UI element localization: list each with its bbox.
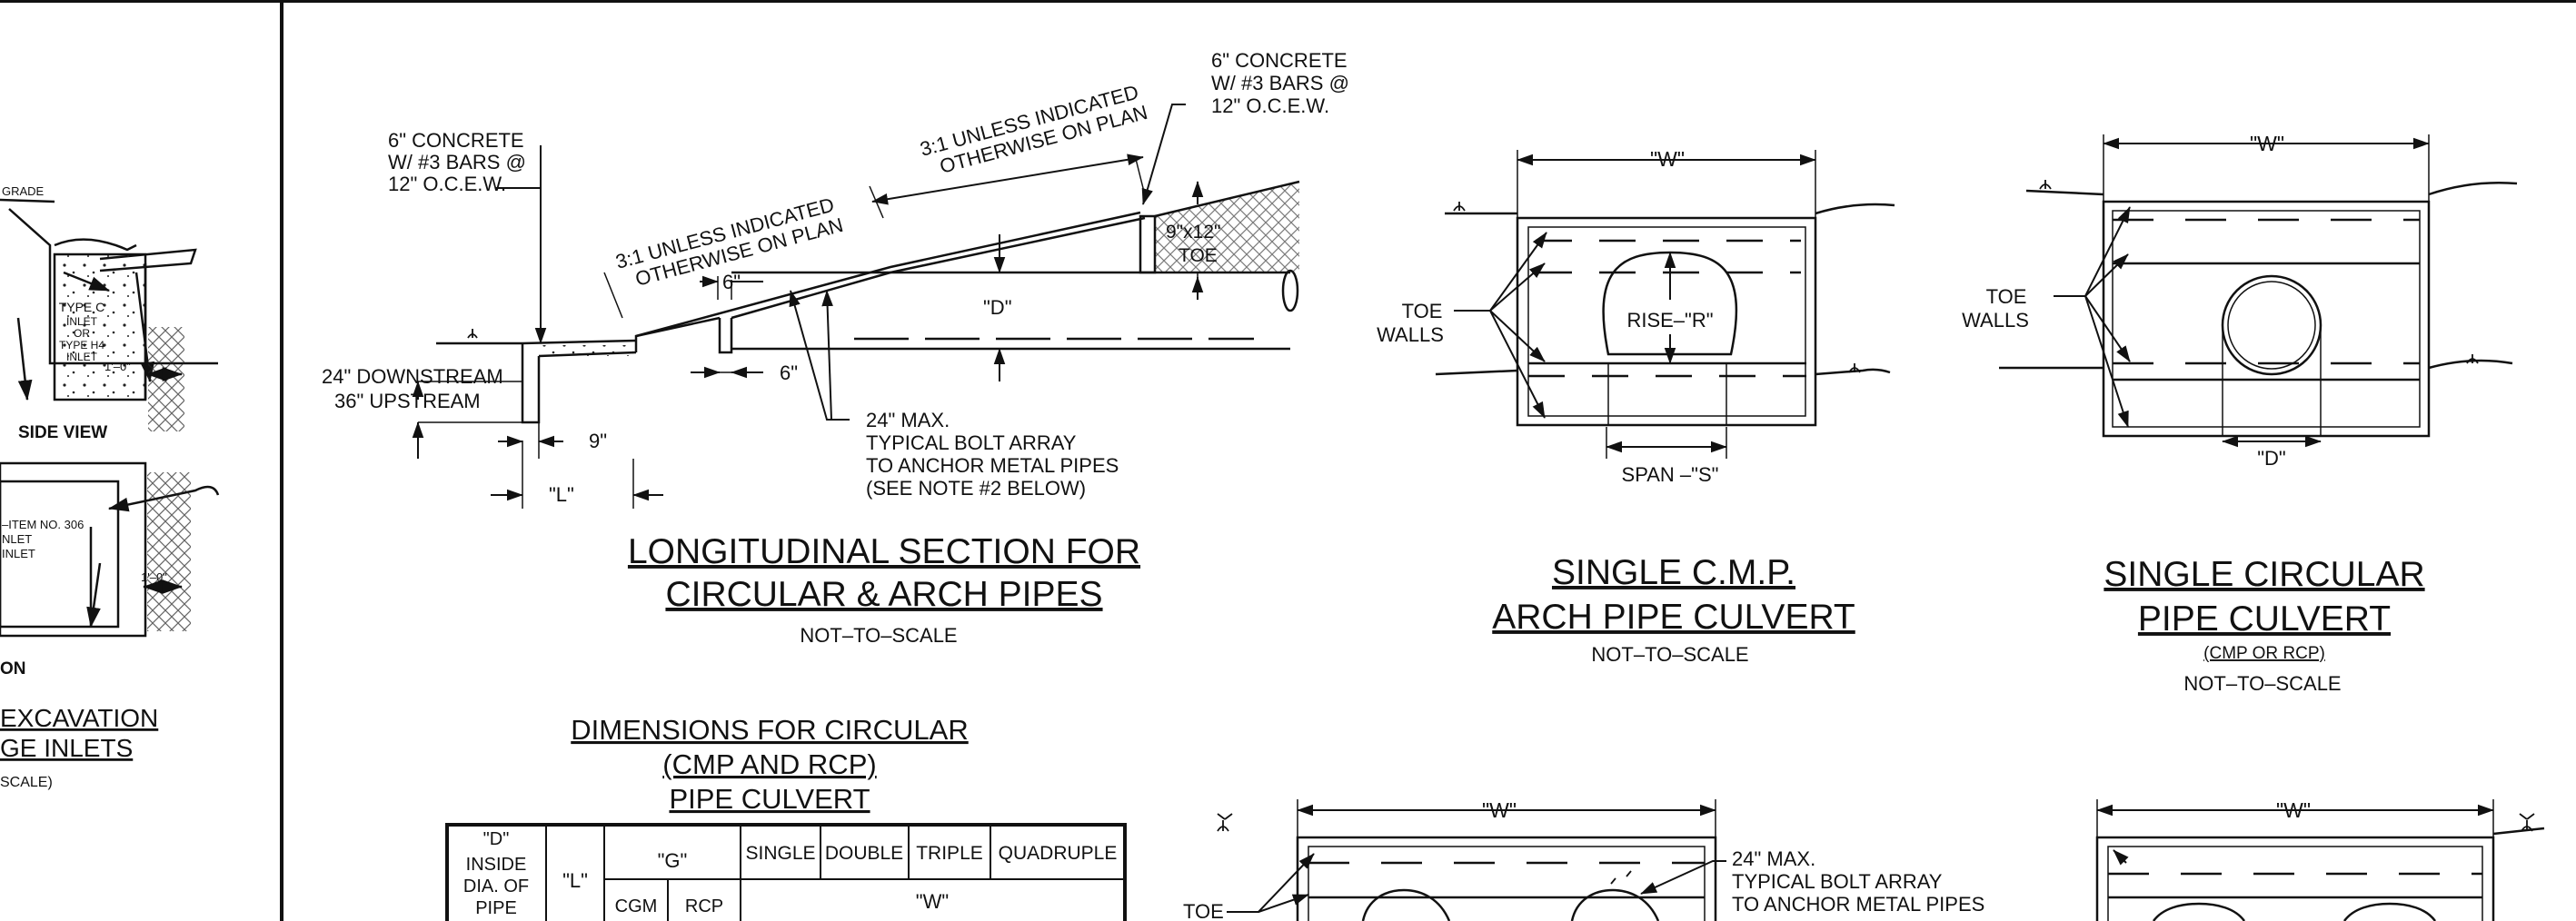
long-six-bottom: 6": [780, 361, 798, 384]
long-title-2: CIRCULAR & ARCH PIPES: [665, 575, 1102, 614]
left-fragment: [0, 198, 220, 638]
long-upstream: 36" UPSTREAM: [334, 390, 481, 412]
left-title-line-1: EXCAVATION: [0, 704, 158, 732]
double-bolt-3: TO ANCHOR METAL PIPES: [1732, 893, 1984, 916]
circ-title-2: PIPE CULVERT: [2138, 599, 2391, 639]
circ-walls: WALLS: [1962, 309, 2029, 332]
double-right-w-label: "W": [2276, 798, 2311, 822]
left-item-line-3: INLET: [2, 547, 35, 560]
left-side-view: SIDE VIEW: [18, 423, 107, 442]
double-right-drawing: [2095, 799, 2545, 921]
longitudinal-labels: 6" CONCRETE W/ #3 BARS @ 12" O.C.E.W. 6"…: [322, 49, 1349, 647]
long-concrete-left-3: 12" O.C.E.W.: [388, 173, 506, 195]
dim-col-d-4: PIPE: [475, 898, 517, 918]
dim-col-w: "W": [916, 890, 949, 913]
dim-col-d-3: DIA. OF: [463, 876, 529, 896]
circular-pipe-labels: "W" TOE WALLS "D" SINGLE CIRCULAR PIPE C…: [1962, 132, 2425, 695]
arch-span: SPAN –"S": [1622, 463, 1719, 486]
long-scale: NOT–TO–SCALE: [800, 624, 957, 647]
long-downstream: 24" DOWNSTREAM: [322, 365, 503, 388]
left-item-line-2: NLET: [2, 532, 32, 546]
left-inlet-line-3: OR: [74, 327, 90, 340]
long-bolt-1: 24" MAX.: [866, 409, 950, 431]
dim-col-l: "L": [562, 869, 588, 892]
circ-title-1: SINGLE CIRCULAR: [2104, 555, 2424, 594]
arch-pipe-drawing: [1435, 150, 1895, 459]
arch-walls: WALLS: [1377, 323, 1444, 346]
double-bolt-2: TYPICAL BOLT ARRAY: [1732, 870, 1943, 893]
arch-pipe-labels: "W" TOE WALLS RISE–"R" SPAN –"S" SINGLE …: [1377, 147, 1855, 666]
dim-title-2: (CMP AND RCP): [662, 748, 876, 780]
left-title-line-2: GE INLETS: [0, 734, 133, 762]
double-toe: TOE: [1183, 900, 1224, 921]
circ-scale: NOT–TO–SCALE: [2183, 672, 2341, 695]
long-concrete-right-1: 6" CONCRETE: [1211, 49, 1348, 72]
long-nine: 9": [589, 430, 607, 452]
dim-col-d-1: "D": [483, 829, 510, 849]
left-inlet-line-4: TYPE H4: [59, 339, 104, 352]
left-dim-1ft-2: 1'–0": [141, 570, 167, 584]
arch-rise: RISE–"R": [1626, 309, 1713, 332]
long-bolt-4: (SEE NOTE #2 BELOW): [866, 477, 1086, 500]
circ-toe: TOE: [1986, 285, 2027, 308]
double-w-label: "W": [1482, 798, 1517, 822]
circular-pipe-drawing: [1999, 134, 2518, 448]
left-grade-label: GRADE: [2, 184, 45, 198]
dim-col-d-2: INSIDE: [466, 855, 527, 875]
longitudinal-section: [412, 104, 1300, 509]
double-pipe-labels: "W" TOE 24" MAX. TYPICAL BOLT ARRAY TO A…: [1183, 798, 1984, 921]
long-toe-2: TOE: [1179, 245, 1218, 266]
left-item-line-1: –ITEM NO. 306: [2, 518, 84, 531]
dim-col-cgm: CGM: [615, 896, 658, 916]
dim-col-g: "G": [658, 849, 688, 872]
left-inlet-line-1: TYPE C: [59, 300, 105, 314]
long-bolt-2: TYPICAL BOLT ARRAY: [866, 431, 1077, 454]
long-six-top: 6": [722, 271, 741, 293]
dim-title-1: DIMENSIONS FOR CIRCULAR: [571, 714, 968, 746]
long-d-label: "D": [983, 296, 1012, 319]
left-scale: SCALE): [0, 775, 53, 790]
circ-subtitle: (CMP OR RCP): [2203, 644, 2325, 663]
dim-col-quadruple: QUADRUPLE: [999, 843, 1118, 864]
long-concrete-left-2: W/ #3 BARS @: [388, 151, 526, 173]
left-fragment-text: GRADE TYPE C INLET OR TYPE H4 INLET 1'–0…: [0, 184, 167, 790]
long-toe-1: 9"x12": [1166, 222, 1220, 243]
double-right-labels: "W": [2276, 798, 2311, 822]
double-pipe-drawing: [1217, 799, 1726, 921]
long-concrete-right-3: 12" O.C.E.W.: [1211, 94, 1329, 117]
dim-col-rcp: RCP: [685, 896, 723, 916]
dim-title-3: PIPE CULVERT: [669, 783, 870, 815]
arch-title-1: SINGLE C.M.P.: [1552, 553, 1795, 592]
left-on-fragment: ON: [0, 659, 26, 678]
dim-col-single: SINGLE: [745, 843, 815, 864]
double-bolt-1: 24" MAX.: [1732, 847, 1815, 870]
dim-col-double: DOUBLE: [825, 843, 903, 864]
dimensions-table-text: "D" INSIDE DIA. OF PIPE "L" "G" CGM RCP …: [463, 829, 1117, 918]
circ-w-label: "W": [2250, 132, 2284, 155]
arch-scale: NOT–TO–SCALE: [1591, 643, 1748, 666]
arch-title-2: ARCH PIPE CULVERT: [1492, 598, 1855, 637]
long-concrete-right-2: W/ #3 BARS @: [1211, 72, 1349, 94]
long-title-1: LONGITUDINAL SECTION FOR: [628, 532, 1140, 571]
long-l-label: "L": [549, 483, 574, 506]
left-inlet-line-5: INLET: [66, 351, 98, 363]
arch-toe: TOE: [1402, 300, 1443, 322]
long-concrete-left-1: 6" CONCRETE: [388, 129, 524, 152]
left-dim-1ft: 1'–0": [104, 360, 131, 373]
arch-w-label: "W": [1650, 147, 1685, 171]
dimensions-table: [445, 823, 1127, 921]
circ-d-label: "D": [2257, 447, 2286, 470]
long-bolt-3: TO ANCHOR METAL PIPES: [866, 454, 1119, 477]
dimensions-title: DIMENSIONS FOR CIRCULAR (CMP AND RCP) PI…: [571, 714, 968, 815]
left-inlet-line-2: INLET: [66, 315, 98, 328]
dim-col-triple: TRIPLE: [916, 843, 983, 864]
